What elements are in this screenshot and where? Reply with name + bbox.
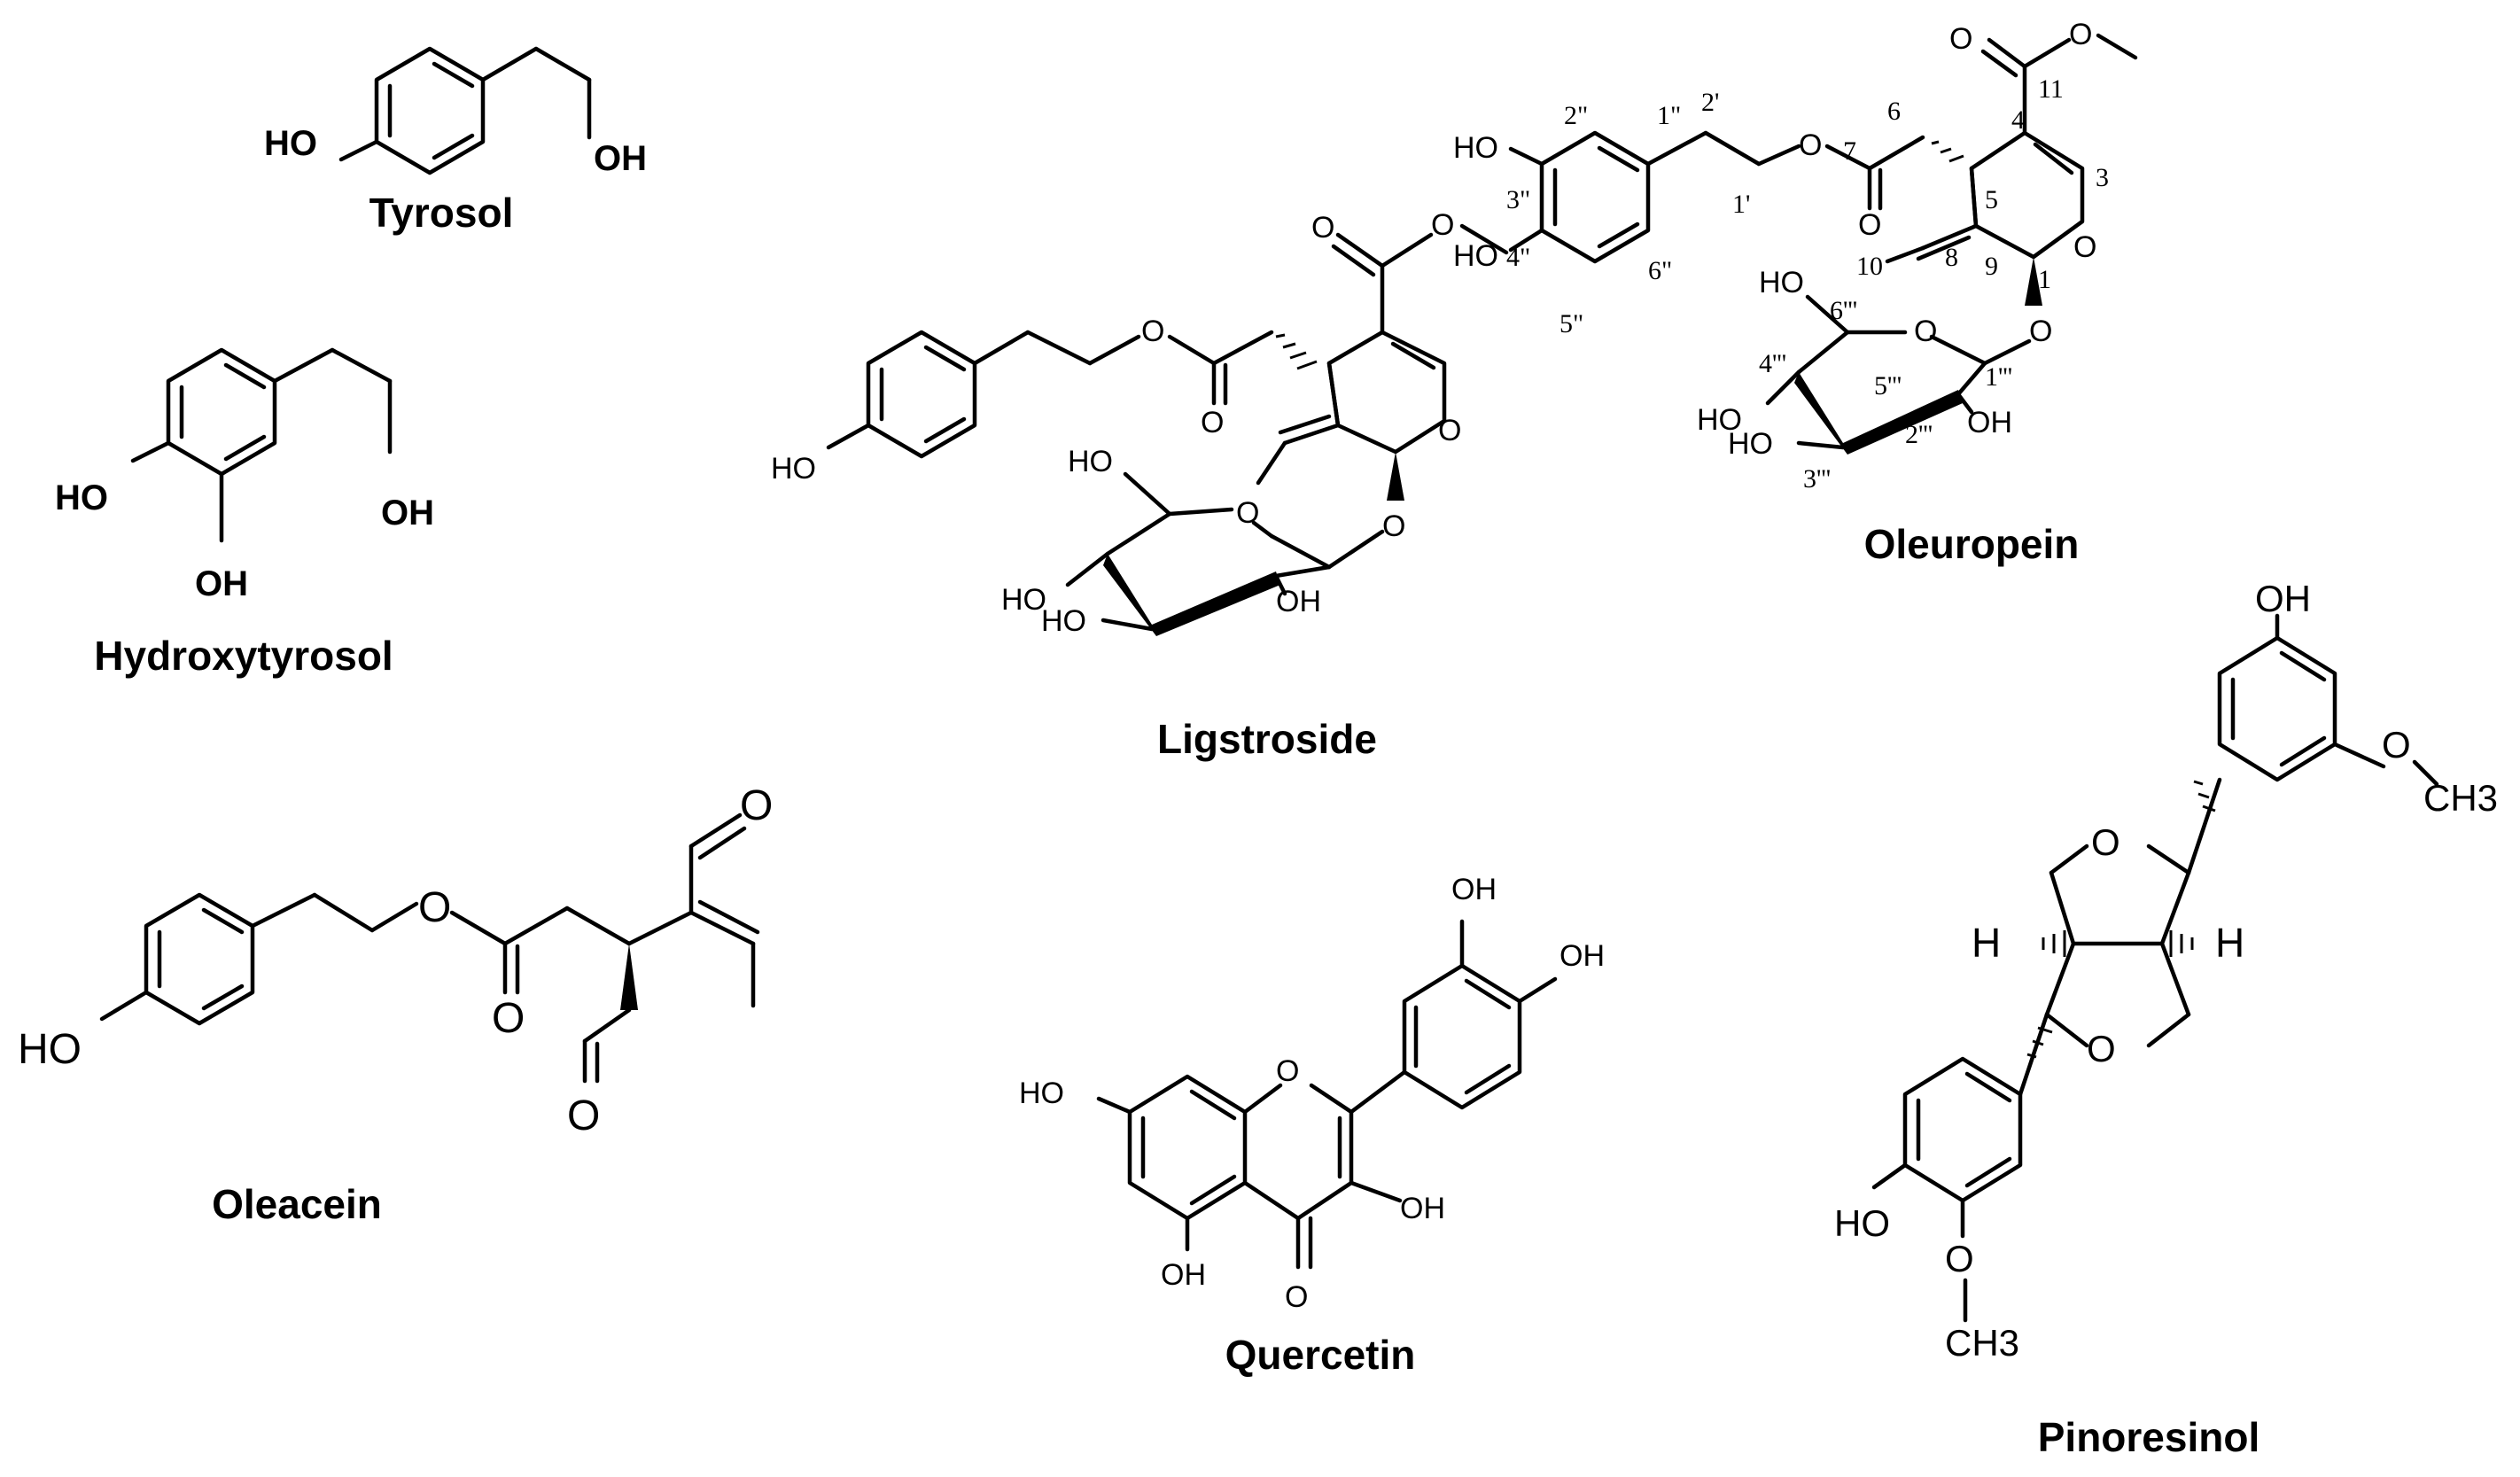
pinoresinol-structure: OH O CH3 O O H H <box>1834 578 2498 1364</box>
oleuropein-oh-2-sugar-label: OH <box>1967 406 2012 439</box>
pinoresinol-h-left-label: H <box>1972 920 2001 966</box>
quercetin-name: Quercetin <box>1225 1332 1416 1378</box>
oleuropein-num-9: 9 <box>1985 252 1998 281</box>
ligstroside-methoxy-o-label: O <box>1431 208 1454 242</box>
oleuropein-num-2ppp: 2''' <box>1905 420 1933 449</box>
ligstroside-name: Ligstroside <box>1157 716 1377 762</box>
oleuropein-ester-carbonyl-o-label: O <box>1949 22 1972 56</box>
oleacein-ester-o-label: O <box>418 884 451 931</box>
oleuropein-num-4pp: 4" <box>1506 243 1530 272</box>
ligstroside-carbonyl-o-label: O <box>1201 406 1224 439</box>
pinoresinol-oh-top-label: OH <box>2255 578 2311 619</box>
oleuropein-ester-o-label: O <box>1799 128 1822 162</box>
oleuropein-num-3pp: 3" <box>1506 185 1530 214</box>
oleuropein-num-1p: 1' <box>1732 190 1750 219</box>
oleuropein-num-6: 6 <box>1887 97 1901 126</box>
quercetin-oh-3p-label: OH <box>1451 873 1497 906</box>
ligstroside-glycosidic-o-label: O <box>1382 509 1405 543</box>
oleuropein-num-2p: 2' <box>1701 88 1719 117</box>
pinoresinol-ch3-bottom-label: CH3 <box>1945 1322 2019 1364</box>
oleuropein-ring-o-label: O <box>2073 230 2096 264</box>
oleuropein-num-3: 3 <box>2096 163 2109 192</box>
ligstroside-ho-3-label: HO <box>1041 604 1086 638</box>
oleacein-carbonyl-o-label: O <box>492 995 525 1042</box>
oleuropein-methoxy-o-label: O <box>2069 18 2092 51</box>
oleuropein-num-3ppp: 3''' <box>1803 464 1831 494</box>
oleacein-structure: HO O O O O <box>18 782 773 1139</box>
oleuropein-ho-3-sugar-label: HO <box>1728 427 1773 461</box>
pinoresinol-methoxy-o-top-label: O <box>2382 724 2411 766</box>
oleacein-name: Oleacein <box>212 1181 382 1227</box>
oleuropein-sugar-ring-o-label: O <box>1914 315 1937 348</box>
oleuropein-num-6pp: 6" <box>1648 256 1672 285</box>
quercetin-structure: O O OH OH HO OH OH <box>1019 873 1605 1314</box>
oleuropein-num-5: 5 <box>1985 185 1998 214</box>
tyrosol-ho-label: HO <box>264 124 317 163</box>
oleacein-aldehyde-o-upper-label: O <box>740 782 773 829</box>
hydroxytyrosol-oh-chain-label: OH <box>381 494 434 532</box>
pinoresinol-ch3-top-label: CH3 <box>2423 777 2498 819</box>
oleuropein-num-5pp: 5" <box>1559 309 1583 338</box>
ligstroside-ho-4-label: HO <box>1001 583 1046 617</box>
oleuropein-ho-3-label: HO <box>1453 131 1498 165</box>
oleuropein-num-10: 10 <box>1856 252 1883 281</box>
tyrosol-oh-label: OH <box>594 139 647 178</box>
ligstroside-ester-carbonyl-o-label: O <box>1311 211 1334 245</box>
quercetin-oh-5-label: OH <box>1161 1258 1206 1292</box>
ligstroside-ring-o-label: O <box>1438 414 1461 447</box>
ligstroside-structure: HO O O O O O O <box>771 208 1509 638</box>
hydroxytyrosol-structure: HO OH OH <box>55 347 434 603</box>
oleacein-aldehyde-o-lower-label: O <box>567 1092 600 1139</box>
oleuropein-num-2pp: 2" <box>1564 101 1588 130</box>
oleuropein-num-6ppp: 6''' <box>1830 296 1857 325</box>
pinoresinol-ring-o-top-label: O <box>2091 821 2120 863</box>
oleuropein-ho-4-sugar-label: HO <box>1697 403 1742 437</box>
ligstroside-ch2oh-label: HO <box>1068 445 1113 478</box>
oleacein-ho-label: HO <box>18 1026 82 1073</box>
pinoresinol-name: Pinoresinol <box>2038 1414 2259 1460</box>
oleuropein-num-1pp: 1" <box>1657 101 1681 130</box>
hydroxytyrosol-oh-ring-label: OH <box>195 564 248 603</box>
oleuropein-num-11: 11 <box>2038 74 2064 104</box>
ligstroside-oh-2-label: OH <box>1276 585 1321 618</box>
tyrosol-structure: HO OH <box>264 46 647 178</box>
oleuropein-glycosidic-o-label: O <box>2029 315 2052 348</box>
oleuropein-num-7: 7 <box>1843 136 1856 166</box>
hydroxytyrosol-name: Hydroxytyrosol <box>94 633 393 679</box>
hydroxytyrosol-ho-label: HO <box>55 478 108 517</box>
oleuropein-num-1ppp: 1''' <box>1985 362 2012 392</box>
oleuropein-num-4: 4 <box>2011 105 2025 135</box>
ligstroside-ho-phenol-label: HO <box>771 452 816 486</box>
quercetin-ring-o-label: O <box>1276 1054 1299 1088</box>
oleuropein-num-1: 1 <box>2038 265 2051 294</box>
oleuropein-num-8: 8 <box>1945 243 1958 272</box>
ligstroside-sugar-ring-o-label: O <box>1236 496 1259 530</box>
ligstroside-ester-o-label: O <box>1141 315 1164 348</box>
oleuropein-num-4ppp: 4''' <box>1759 349 1786 378</box>
oleuropein-num-5ppp: 5''' <box>1874 371 1902 400</box>
quercetin-oh-4p-label: OH <box>1559 939 1605 973</box>
oleuropein-structure: HO HO 2" 1" 3" 4" 5" 6" 2' 1' O O 7 6 5 … <box>1453 18 2138 494</box>
pinoresinol-methoxy-o-bottom-label: O <box>1945 1238 1974 1279</box>
pinoresinol-h-right-label: H <box>2215 920 2244 966</box>
tyrosol-name: Tyrosol <box>369 190 514 236</box>
pinoresinol-ho-bottom-label: HO <box>1834 1202 1890 1244</box>
oleuropein-carbonyl-o-label: O <box>1858 208 1881 242</box>
pinoresinol-ring-o-bottom-label: O <box>2087 1028 2116 1069</box>
quercetin-oh-3-label: OH <box>1400 1192 1445 1225</box>
oleuropein-ho-4-label: HO <box>1453 239 1498 273</box>
quercetin-ho-7-label: HO <box>1019 1077 1064 1110</box>
quercetin-carbonyl-o-label: O <box>1285 1280 1308 1314</box>
oleuropein-ch2oh-label: HO <box>1759 266 1804 299</box>
oleuropein-name: Oleuropein <box>1864 521 2080 567</box>
